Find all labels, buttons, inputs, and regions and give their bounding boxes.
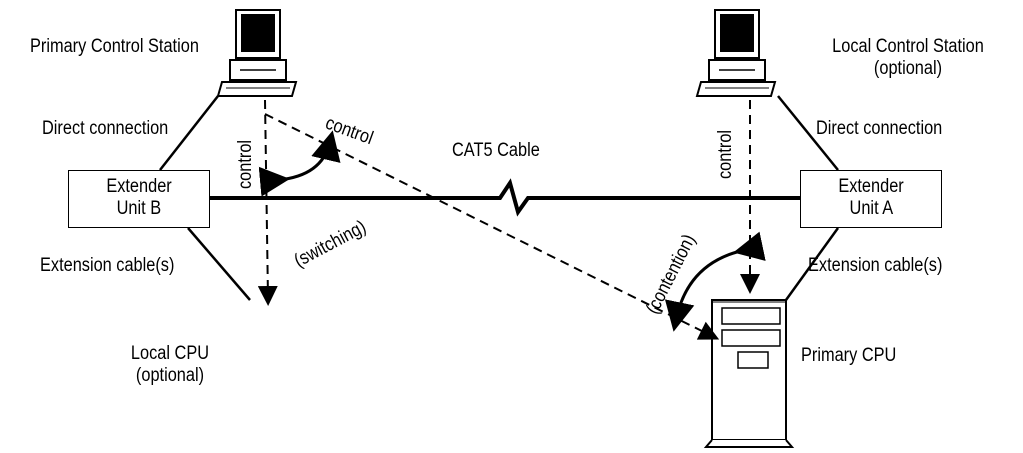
direct-connection-label-right: Direct connection: [816, 118, 943, 139]
direct-connection-line-right: [777, 95, 839, 171]
extender-unit-b-line2: Unit B: [116, 198, 162, 219]
cat5-cable-label: CAT5 Cable: [452, 140, 540, 161]
contention-arrow: [664, 231, 766, 332]
primary-cpu-label: Primary CPU: [801, 345, 897, 366]
local-cpu-note: (optional): [135, 365, 205, 386]
direct-connection-line-left: [159, 95, 219, 171]
extender-unit-a-line2: Unit A: [849, 198, 893, 219]
direct-connection-label-left: Direct connection: [42, 118, 169, 139]
switching-arrow: [258, 130, 341, 197]
primary-cpu-icon: [703, 299, 795, 448]
extension-cable-line-right: [784, 227, 840, 301]
local-control-station-icon: [695, 9, 777, 97]
extension-cables-label-right: Extension cable(s): [808, 255, 943, 276]
extender-unit-a: Extender Unit A: [800, 170, 942, 228]
cat5-cable-line: [210, 178, 800, 217]
primary-control-station-icon: [216, 9, 298, 97]
extension-cable-line-left: [187, 227, 251, 301]
control-label-vertical-left: control: [235, 139, 256, 189]
primary-control-station-label: Primary Control Station: [30, 36, 199, 57]
extender-unit-a-line1: Extender: [838, 176, 904, 197]
extender-unit-b: Extender Unit B: [68, 170, 210, 228]
extender-unit-b-line1: Extender: [106, 176, 172, 197]
local-cpu-label: Local CPU: [130, 343, 210, 364]
local-control-station-label: Local Control Station: [832, 36, 984, 57]
control-label-vertical-right: control: [715, 129, 736, 179]
extension-cables-label-left: Extension cable(s): [40, 255, 175, 276]
local-control-station-note: (optional): [873, 58, 943, 79]
